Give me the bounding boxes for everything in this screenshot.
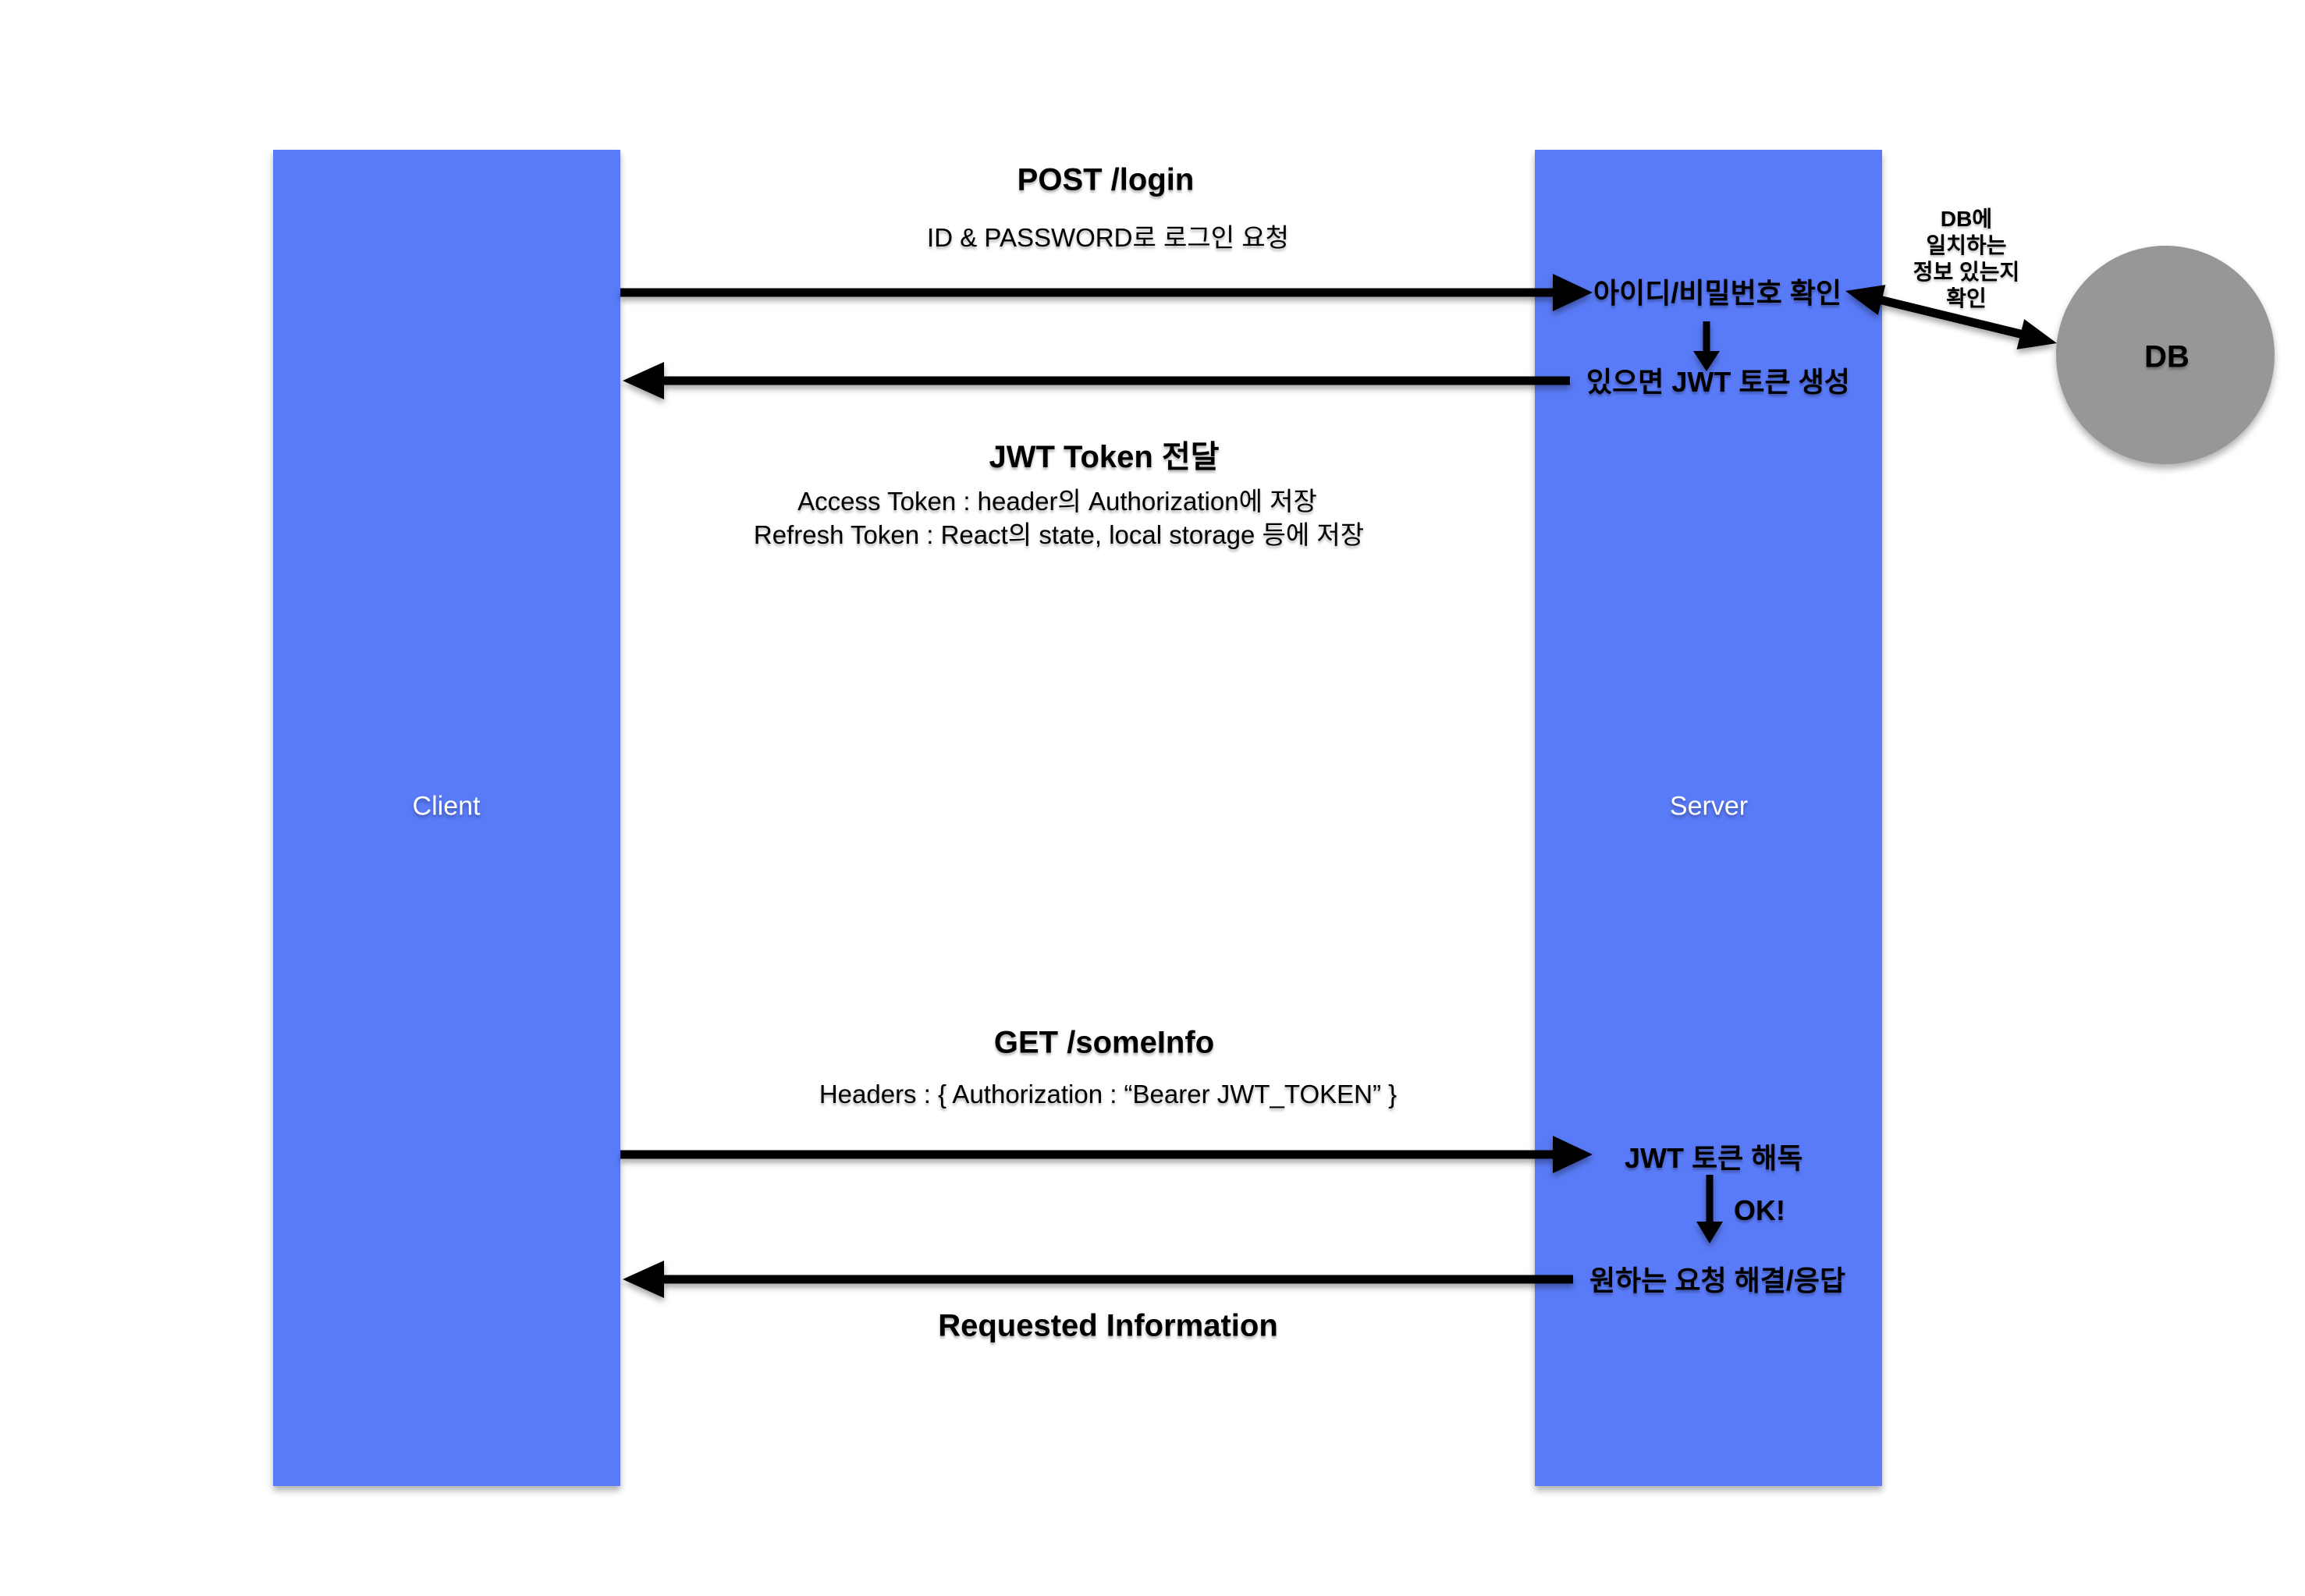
server-step-decode-ok: OK! <box>1734 1194 1785 1226</box>
login-request-subtitle: ID & PASSWORD로 로그인 요청 <box>927 223 1289 252</box>
arrow-get-request <box>620 1136 1593 1173</box>
server-step-resolve-request: 원하는 요청 해결/응답 <box>1589 1264 1846 1296</box>
info-response-title: Requested Information <box>938 1308 1278 1343</box>
client-label: Client <box>412 791 481 821</box>
db-note: DB에 일치하는 정보 있는지 확인 <box>1913 206 2020 312</box>
server-step-check-credentials: 아이디/비밀번호 확인 <box>1593 277 1842 309</box>
db-note-line: 일치하는 <box>1926 233 2007 257</box>
db-circle <box>2056 246 2275 464</box>
token-delivery-line1: Access Token : header의 Authorization에 저장 <box>797 487 1317 516</box>
server-box <box>1535 150 1882 1486</box>
server-step-create-token: 있으면 JWT 토큰 생성 <box>1586 366 1850 398</box>
info-request-subtitle: Headers : { Authorization : “Bearer JWT_… <box>819 1080 1398 1108</box>
info-request-title: GET /someInfo <box>993 1025 1215 1060</box>
arrow-token-response <box>623 362 1570 399</box>
token-delivery-title: JWT Token 전달 <box>989 440 1220 474</box>
db-label: DB <box>2144 339 2190 374</box>
server-label: Server <box>1669 791 1749 821</box>
db-note-line: 확인 <box>1946 286 1987 310</box>
arrow-login-request <box>620 274 1593 311</box>
arrow-response <box>623 1261 1573 1298</box>
token-delivery-line2: Refresh Token : React의 state, local stor… <box>753 520 1365 549</box>
server-step-decode-token: JWT 토큰 해독 <box>1625 1142 1803 1174</box>
login-request-title: POST /login <box>1017 162 1195 197</box>
client-box <box>273 150 620 1486</box>
db-note-line: 정보 있는지 <box>1913 260 2020 284</box>
db-note-line: DB에 <box>1940 207 1993 231</box>
